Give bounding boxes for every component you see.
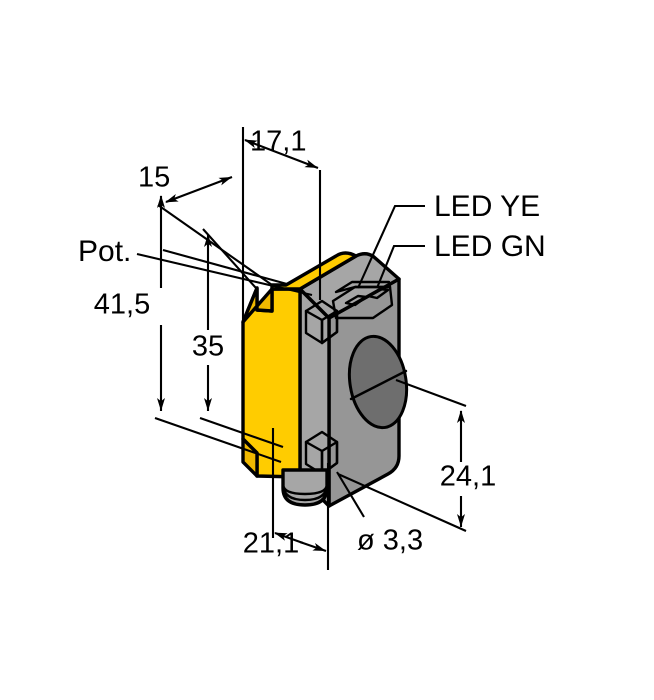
ext-24-1-top	[395, 379, 467, 407]
label-led-ye: LED YE	[434, 190, 540, 223]
ext-15-to-body	[157, 204, 273, 286]
mounting-hole-bottom	[304, 430, 339, 476]
dim-label-dia-3-3: ø 3,3	[357, 525, 423, 557]
leader-pot	[136, 252, 313, 297]
dimension-text-group: 17,1 15 41,5 35 21,1 24,1 ø 3,3	[94, 126, 496, 560]
annotation-text-group: Pot. LED YE LED GN	[78, 190, 546, 268]
dim-15-arrow	[165, 176, 233, 203]
dim-label-41-5: 41,5	[94, 289, 150, 321]
ext-41-5-bottom	[154, 417, 282, 463]
sensor-body-group	[241, 251, 409, 508]
dim-label-35: 35	[192, 331, 224, 363]
led-indicator-green	[366, 287, 390, 300]
connector-group	[281, 468, 329, 507]
label-pot: Pot.	[78, 235, 131, 268]
ext-24-1-bottom	[337, 473, 467, 532]
dim-label-17-1: 17,1	[250, 126, 306, 158]
dimension-lines-group	[136, 127, 467, 570]
dim-label-15: 15	[138, 162, 170, 194]
dim-17-1-arrow	[244, 139, 319, 169]
mounting-hole-bottom-edge	[304, 440, 324, 476]
led-window-top-edge	[334, 280, 392, 294]
leader-dia-3-3	[336, 471, 365, 518]
dim-label-24-1: 24,1	[440, 461, 496, 493]
lens-split-line	[349, 369, 408, 401]
lens-group	[347, 334, 409, 430]
bracket-notch-face	[241, 286, 274, 324]
bracket-bottom-chamfer	[241, 437, 259, 478]
leader-led-gn	[376, 244, 425, 289]
label-led-gn: LED GN	[434, 230, 546, 263]
bracket-top-face	[270, 251, 358, 291]
lens-ellipse	[347, 334, 409, 430]
ext-15-lower	[162, 248, 288, 286]
leader-led-ye	[357, 204, 425, 289]
led-indicator-yellow	[344, 294, 368, 307]
dim-21-1-arrow-left	[274, 532, 304, 544]
mounting-hole-top	[304, 299, 339, 345]
dim-21-1-arrow-right	[299, 541, 327, 552]
dim-label-21-1: 21,1	[243, 528, 299, 560]
mounting-hole-top-edge	[304, 309, 324, 345]
ext-35-bottom	[199, 417, 284, 448]
ext-35-top	[202, 228, 257, 289]
